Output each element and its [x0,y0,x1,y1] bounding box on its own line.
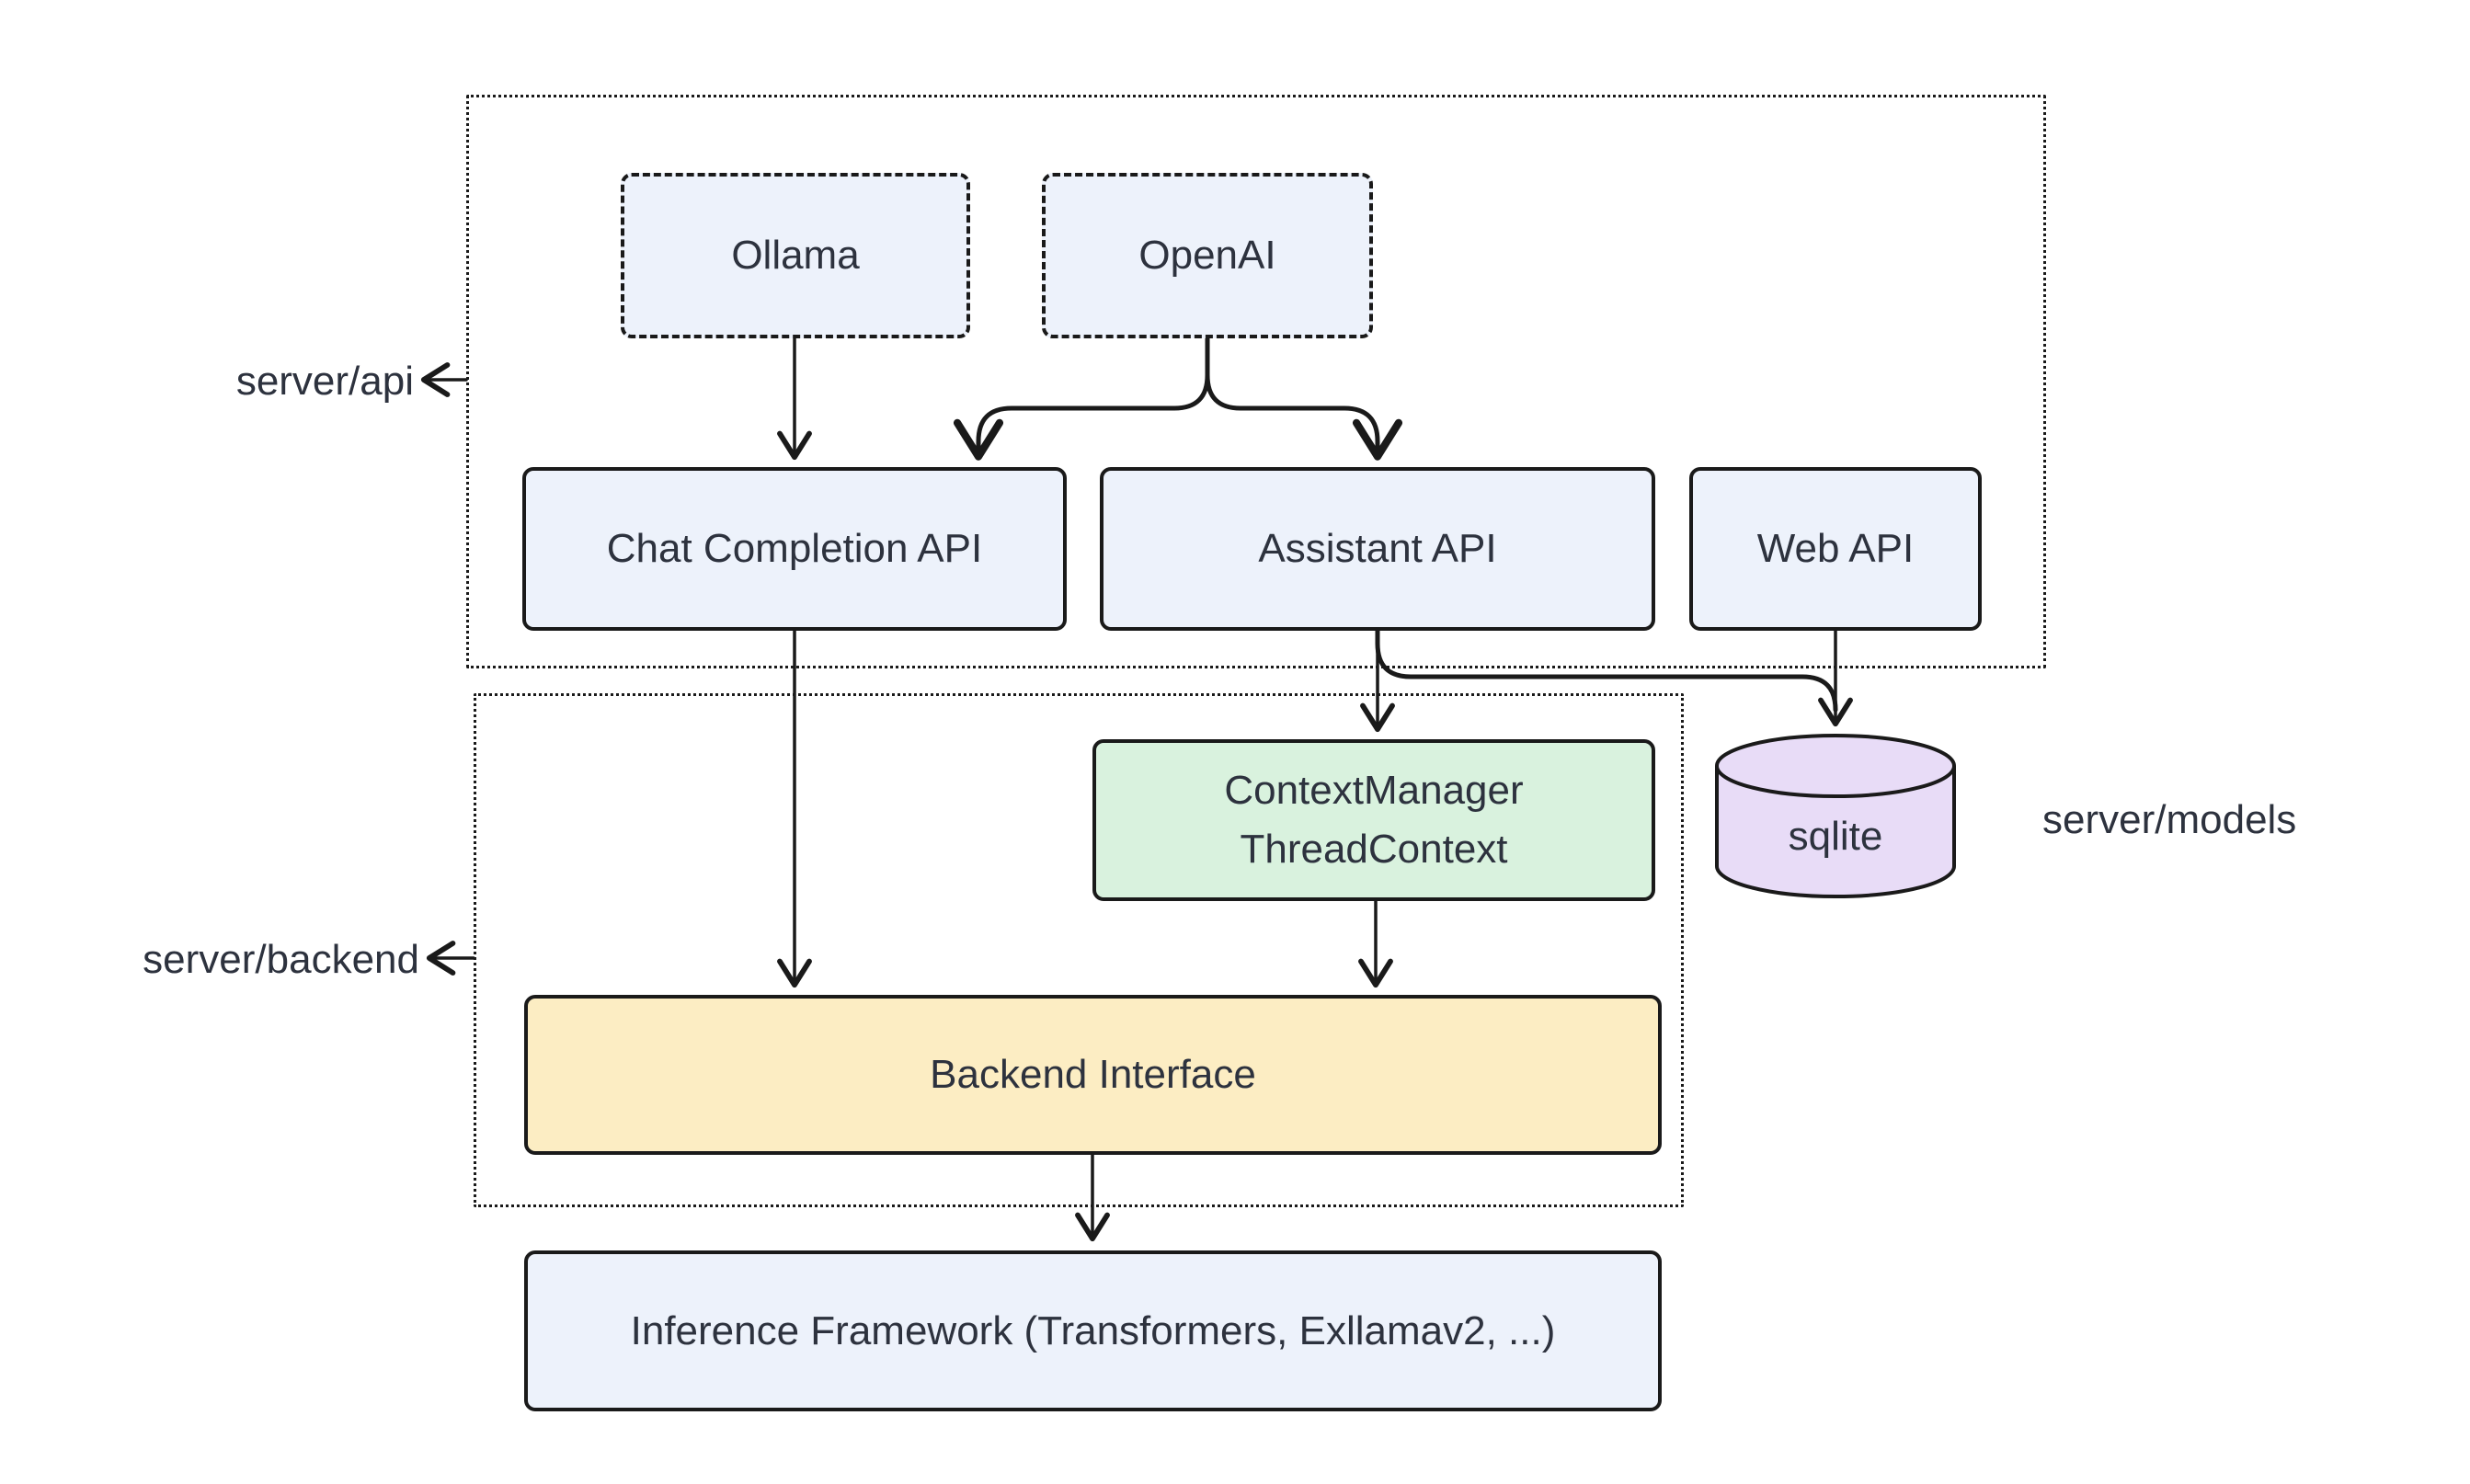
node-openai: OpenAI [1042,173,1373,338]
node-chat-completion-api-label: Chat Completion API [606,526,983,572]
label-server-models: server/models [2042,797,2297,842]
node-ollama: Ollama [621,173,970,338]
node-backend-interface: Backend Interface [524,995,1662,1155]
node-chat-completion-api: Chat Completion API [522,467,1067,631]
node-context-manager-line1: ContextManager [1224,768,1524,814]
node-inference-framework: Inference Framework (Transformers, Exlla… [524,1250,1662,1411]
node-backend-interface-label: Backend Interface [930,1052,1256,1098]
node-ollama-label: Ollama [731,233,860,279]
node-assistant-api: Assistant API [1100,467,1655,631]
node-assistant-api-label: Assistant API [1258,526,1497,572]
group-server-backend [474,693,1684,1207]
label-server-api: server/api [235,359,414,404]
node-sqlite-label: sqlite [1788,814,1883,859]
node-context-manager-line2: ThreadContext [1240,827,1508,872]
label-server-backend: server/backend [143,937,419,982]
node-web-api: Web API [1689,467,1982,631]
node-inference-framework-label: Inference Framework (Transformers, Exlla… [630,1307,1556,1353]
group-server-api [466,95,2046,668]
node-openai-label: OpenAI [1138,233,1276,279]
sqlite-cylinder-top [1715,734,1956,798]
node-web-api-label: Web API [1756,526,1915,572]
node-context-manager: ContextManager ThreadContext [1092,739,1655,901]
